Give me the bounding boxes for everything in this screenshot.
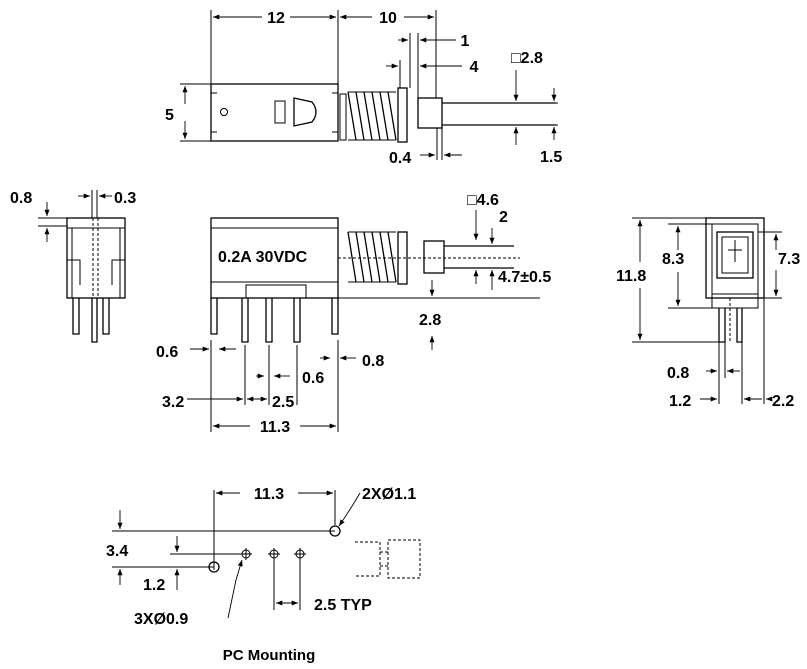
right-dim-12: 1.2 <box>669 393 691 410</box>
right-side-view: 11.8 8.3 7.3 0.8 1.2 2.2 <box>616 217 800 410</box>
left-side-view: 0.3 0.8 <box>10 190 136 343</box>
front-dim-2: 2 <box>499 209 508 226</box>
left-pin-1 <box>72 298 80 335</box>
pcb-dim-34: 3.4 <box>106 543 128 560</box>
front-pin-1 <box>241 298 249 343</box>
front-pin-2 <box>265 298 273 343</box>
front-dim-47: 4.7±0.5 <box>498 269 551 286</box>
front-dim-square-46: □4.6 <box>467 192 499 209</box>
front-view: 0.2A 30VDC □4.6 2 4.7±0.5 2.8 0 <box>156 192 551 436</box>
top-dim-1: 1 <box>461 33 470 50</box>
right-stem-square <box>716 231 754 279</box>
top-actuator-cam <box>293 97 317 127</box>
pcb-dim-holes-2: 2XØ1.1 <box>362 486 416 503</box>
top-dim-12: 12 <box>267 10 285 27</box>
front-dim-32: 3.2 <box>162 394 184 411</box>
left-dim-08: 0.8 <box>10 190 32 207</box>
top-dim-5: 5 <box>165 107 174 124</box>
front-stem-base <box>423 240 445 274</box>
right-dim-73: 7.3 <box>778 251 800 268</box>
top-stem-base <box>417 97 443 129</box>
top-dim-square-28: □2.8 <box>511 50 543 67</box>
front-dim-06-left: 0.6 <box>156 344 178 361</box>
pcb-dim-12: 1.2 <box>143 577 165 594</box>
pc-mounting-view: 11.3 2XØ1.1 3.4 1.2 3XØ0.9 <box>106 486 421 664</box>
front-dim-28: 2.8 <box>419 312 441 329</box>
pc-mounting-caption: PC Mounting <box>223 647 315 664</box>
right-dim-118: 11.8 <box>616 268 646 285</box>
pcb-dim-holes-3: 3XØ0.9 <box>134 611 188 628</box>
front-dim-25: 2.5 <box>272 394 294 411</box>
pcb-switch-outline <box>355 539 421 579</box>
right-pin-1 <box>718 308 726 343</box>
front-spring <box>347 231 397 283</box>
top-spring <box>347 91 397 141</box>
pcb-dim-113: 11.3 <box>254 486 284 503</box>
left-pin-2 <box>91 298 98 343</box>
front-dim-06-pin: 0.6 <box>302 370 324 387</box>
front-dim-08-right: 0.8 <box>362 353 384 370</box>
front-pin-left <box>210 298 218 335</box>
front-rating-label: 0.2A 30VDC <box>218 249 308 266</box>
right-pin-2 <box>736 308 743 343</box>
right-dim-83: 8.3 <box>662 251 684 268</box>
top-dim-10: 10 <box>379 10 397 27</box>
top-flange <box>397 87 408 143</box>
front-pin-3 <box>293 298 301 343</box>
top-dim-4: 4 <box>470 59 479 76</box>
top-view: 12 10 1 4 □2.8 1.5 5 0.4 <box>165 10 562 167</box>
pcb-hole-small-3 <box>294 548 306 560</box>
left-pin-3 <box>102 298 110 335</box>
top-dim-15: 1.5 <box>540 149 562 166</box>
top-body <box>210 83 339 142</box>
left-dim-03: 0.3 <box>114 190 136 207</box>
right-dim-22: 2.2 <box>772 393 794 410</box>
front-pin-right <box>331 298 339 335</box>
front-dim-113: 11.3 <box>260 419 290 436</box>
left-body <box>66 217 126 299</box>
top-dim-04: 0.4 <box>389 150 411 167</box>
right-dim-08: 0.8 <box>667 365 689 382</box>
pcb-hole-small-2 <box>268 548 280 560</box>
pcb-dim-pitch: 2.5 TYP <box>314 597 372 614</box>
